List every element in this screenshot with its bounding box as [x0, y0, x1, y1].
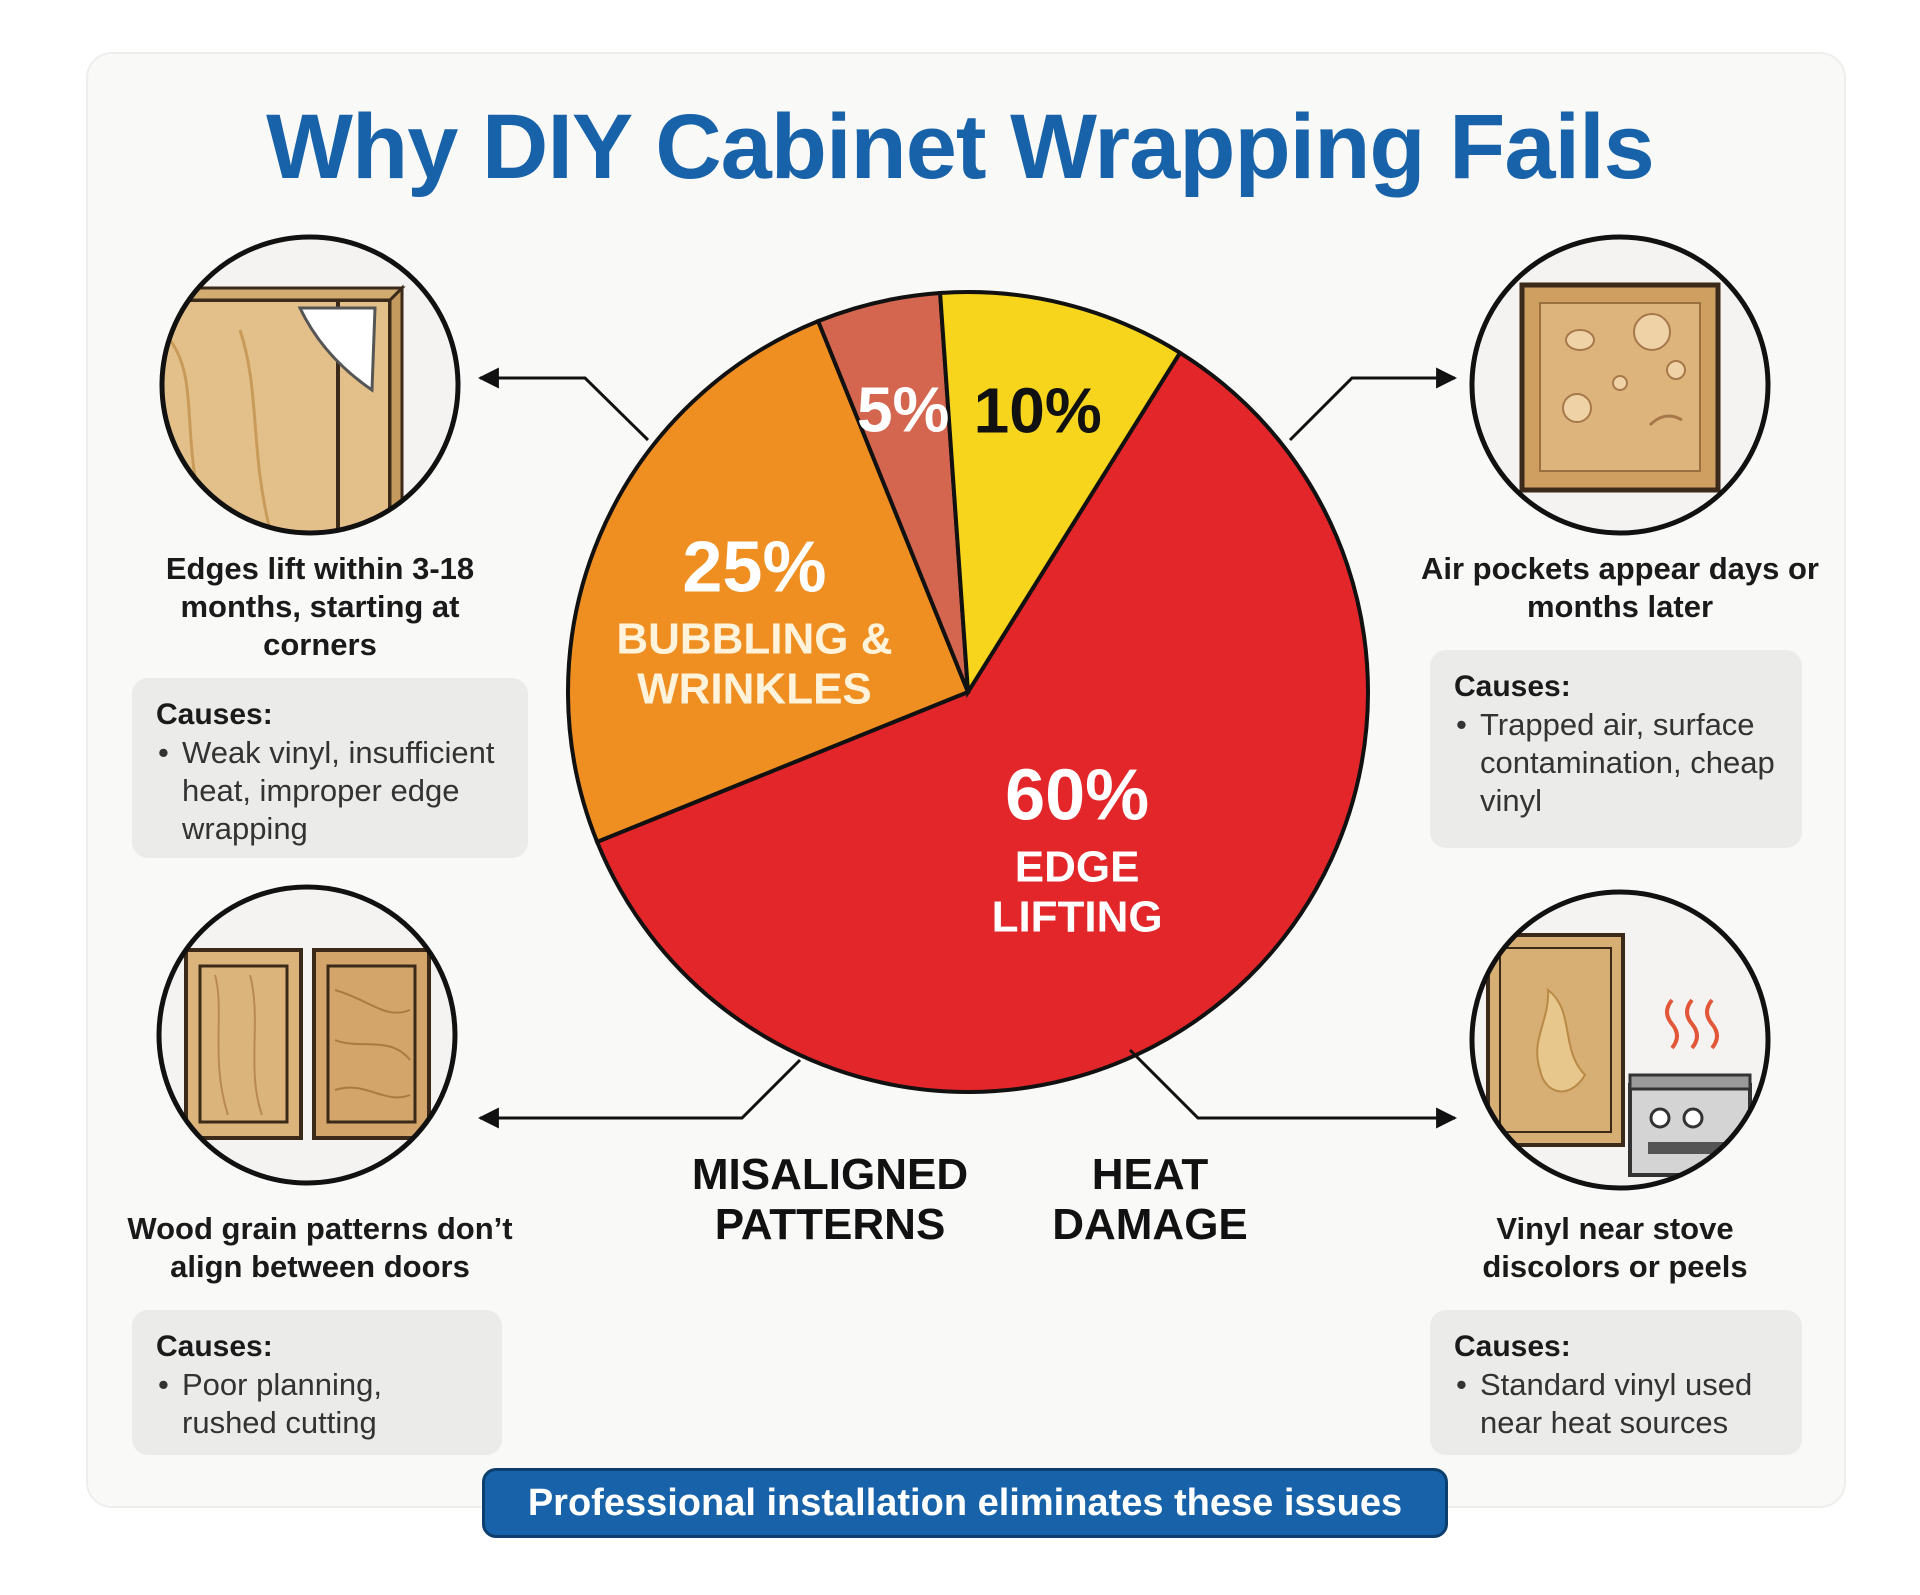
- edge-lifting-caption: Edges lift within 3-18 months, starting …: [165, 551, 475, 662]
- peeling-corner-icon: [159, 234, 461, 536]
- connector-arrows: [477, 367, 1458, 1129]
- misaligned-doors-icon: [156, 884, 458, 1186]
- misaligned-caption: Wood grain patterns don’t align between …: [127, 1211, 513, 1284]
- edge-lifting-causes: Causes: Weak vinyl, insufficient heat, i…: [132, 678, 528, 858]
- arrow-bubbling: [1288, 367, 1458, 442]
- pie-percent-label: 25%: [682, 527, 826, 607]
- causes-heading: Causes:: [156, 1330, 273, 1363]
- pie-category-label: WRINKLES: [637, 664, 872, 713]
- causes-text: Trapped air, surface contamination, chea…: [1454, 706, 1778, 820]
- pie-category-label: BUBBLING &: [616, 614, 892, 663]
- stove-heat-icon: [1469, 889, 1771, 1191]
- causes-text: Poor planning, rushed cutting: [156, 1366, 478, 1442]
- page-title: Why DIY Cabinet Wrapping Fails: [266, 96, 1655, 198]
- heat-causes: Causes: Standard vinyl used near heat so…: [1430, 1310, 1802, 1455]
- pie-percent-label: 5%: [857, 373, 950, 445]
- pie-category-label: EDGE: [1015, 843, 1140, 892]
- pie-percent-label: 10%: [974, 375, 1102, 447]
- causes-heading: Causes:: [1454, 1330, 1571, 1363]
- misaligned-causes: Causes: Poor planning, rushed cutting: [132, 1310, 502, 1455]
- bubbling-causes: Causes: Trapped air, surface contaminati…: [1430, 650, 1802, 848]
- pie-slice-bubbling-wrinkles: [566, 318, 971, 845]
- arrow-heat: [1128, 1048, 1458, 1129]
- causes-text: Standard vinyl used near heat sources: [1454, 1366, 1778, 1442]
- arrow-misaligned: [477, 1058, 802, 1129]
- heat-caption: Vinyl near stove discolors or peels: [1482, 1211, 1748, 1284]
- pie-slice-misaligned-patterns: [937, 290, 1183, 699]
- pie-percent-label: 60%: [1005, 756, 1149, 836]
- bubbled-door-icon: [1469, 234, 1771, 536]
- causes-heading: Causes:: [156, 698, 273, 731]
- pie-slice-edge-lifting: [594, 350, 1370, 1094]
- bubbling-caption: Air pockets appear days or months later: [1421, 551, 1819, 624]
- arrow-edge-lifting: [477, 367, 650, 442]
- causes-text: Weak vinyl, insufficient heat, improper …: [156, 734, 504, 848]
- causes-heading: Causes:: [1454, 670, 1571, 703]
- cta-banner: Professional installation eliminates the…: [482, 1468, 1448, 1538]
- pie-category-label: LIFTING: [992, 893, 1163, 942]
